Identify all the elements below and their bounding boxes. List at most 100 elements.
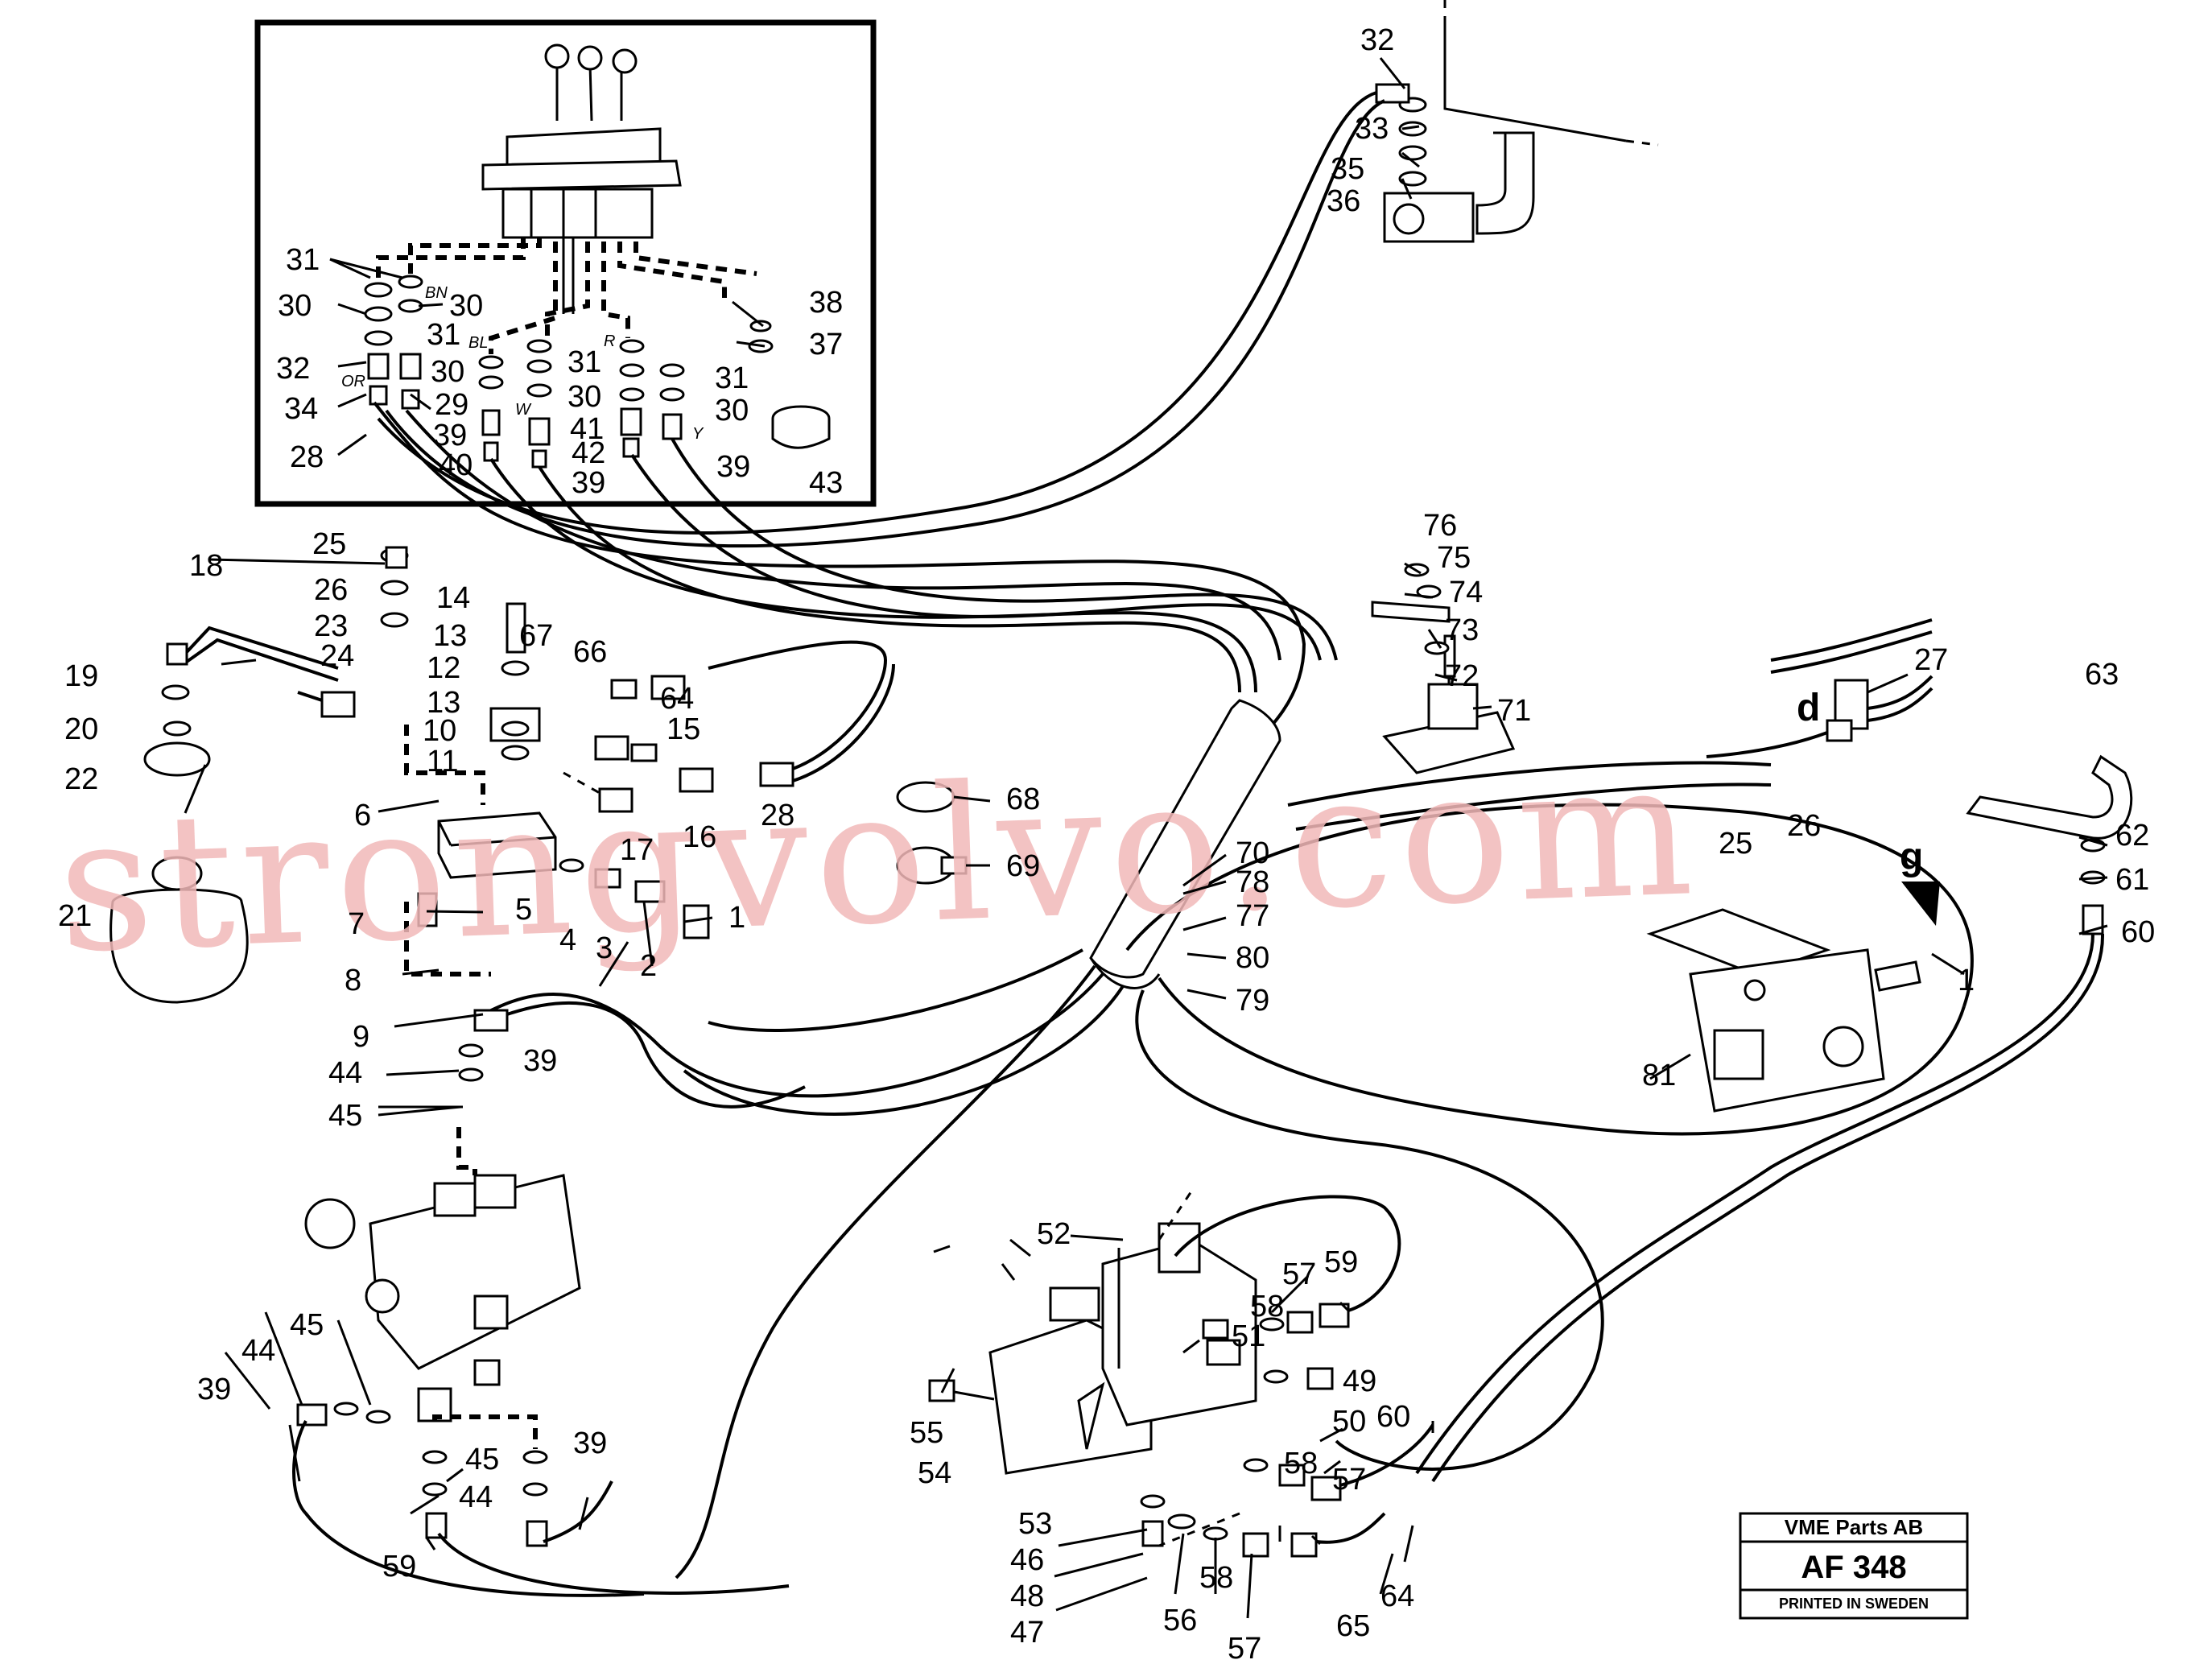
callout: 67 <box>519 619 553 653</box>
callout: 19 <box>64 659 98 693</box>
callout: 45 <box>290 1308 324 1342</box>
callout: 78 <box>1236 865 1269 899</box>
callout: 28 <box>290 440 324 474</box>
callout: 58 <box>1250 1290 1284 1323</box>
callout: 57 <box>1282 1257 1316 1291</box>
hose-tag-bn: BN <box>425 284 448 302</box>
callout: 2 <box>640 949 657 983</box>
callout: 58 <box>1199 1561 1233 1595</box>
callout: 54 <box>918 1456 951 1490</box>
callout: 80 <box>1236 941 1269 975</box>
view-letter-d: d <box>1797 687 1820 729</box>
callout: 13 <box>433 619 467 653</box>
callout: 17 <box>620 833 654 867</box>
accumulator-21 <box>109 626 356 1004</box>
callout: 37 <box>809 328 843 361</box>
view-letter-g: g <box>1900 836 1923 878</box>
callout: 75 <box>1437 541 1471 575</box>
callout: 1 <box>1958 964 1975 997</box>
callout: 4 <box>559 923 576 957</box>
callout: 3 <box>596 931 613 965</box>
callout: 43 <box>809 466 843 500</box>
hose-tag-y: Y <box>692 425 704 443</box>
callout: 49 <box>1343 1365 1376 1398</box>
callout: 7 <box>348 907 365 941</box>
callout: 58 <box>1284 1447 1318 1480</box>
callout: 29 <box>435 388 468 422</box>
control-lever-unit <box>481 43 682 314</box>
callout: 32 <box>1360 23 1394 57</box>
brake-valve-81 <box>1646 908 1921 1113</box>
hose-tag-or: OR <box>341 373 365 390</box>
callout: 39 <box>433 419 467 452</box>
callout: 8 <box>345 964 361 997</box>
hose-tag-bl: BL <box>468 334 488 352</box>
callout: 39 <box>572 466 605 500</box>
stamp-code: AF 348 <box>1801 1550 1906 1585</box>
callout: 57 <box>1332 1463 1366 1497</box>
callout: 16 <box>683 820 716 854</box>
callout: 30 <box>567 380 601 414</box>
stamp-company: VME Parts AB <box>1785 1515 1923 1539</box>
callout: 40 <box>439 448 473 482</box>
hose-tag-r: R <box>604 332 615 350</box>
callout: 30 <box>715 394 749 427</box>
callout: 59 <box>1324 1245 1358 1279</box>
pipe-63 <box>1415 754 2133 1483</box>
callout: 42 <box>572 436 605 470</box>
callout: 41 <box>570 412 604 446</box>
callout: 36 <box>1327 184 1360 218</box>
hose-39-left <box>456 1001 806 1175</box>
callout: 24 <box>320 639 354 673</box>
callout: 21 <box>58 899 92 933</box>
callout: 18 <box>189 549 223 583</box>
callout: 28 <box>761 799 794 832</box>
bracket-71 <box>1371 563 1516 774</box>
callout: 32 <box>276 352 310 386</box>
callout: 6 <box>354 799 371 832</box>
hose-tag-w: W <box>515 401 532 419</box>
callout: 10 <box>423 714 456 748</box>
callout: 81 <box>1642 1059 1676 1092</box>
callout: 69 <box>1006 849 1040 883</box>
callout: 74 <box>1449 576 1483 609</box>
callout: 60 <box>1376 1400 1410 1434</box>
view-arrow-g <box>1901 882 1940 926</box>
callout: 60 <box>2121 915 2155 949</box>
callout: 26 <box>314 573 348 607</box>
callout: 57 <box>1228 1632 1261 1664</box>
callout: 34 <box>284 392 318 426</box>
callout: 22 <box>64 762 98 796</box>
callout: 62 <box>2115 819 2149 853</box>
callout: 44 <box>459 1480 493 1514</box>
callout: 47 <box>1010 1616 1044 1650</box>
stamp-footer: PRINTED IN SWEDEN <box>1779 1596 1929 1612</box>
callout: 55 <box>910 1416 943 1450</box>
callout: 77 <box>1236 899 1269 933</box>
callout: 50 <box>1332 1405 1366 1439</box>
tee-27 <box>1706 618 1933 758</box>
callout: 46 <box>1010 1543 1044 1577</box>
callout: 35 <box>1331 152 1364 186</box>
leader-lines <box>184 57 2108 1619</box>
callout: 73 <box>1445 613 1479 647</box>
callout: 66 <box>573 635 607 669</box>
callout: 45 <box>465 1443 499 1476</box>
vme-stamp: VME Parts AB AF 348 PRINTED IN SWEDEN <box>1739 1512 1969 1620</box>
main-control-valve <box>288 1174 790 1597</box>
callout-labels: 32 33 35 36 31 30 30 31 32 30 34 29 39 2… <box>58 23 2155 1664</box>
callout: 26 <box>1787 809 1821 843</box>
callout: 9 <box>353 1020 369 1054</box>
hose-bundle <box>373 91 1974 1579</box>
callout: 30 <box>431 355 464 389</box>
callout: 31 <box>715 361 749 395</box>
callout: 61 <box>2115 863 2149 897</box>
callout: 56 <box>1163 1604 1197 1637</box>
callout: 31 <box>567 345 601 379</box>
callout: 14 <box>436 581 470 615</box>
callout: 39 <box>716 450 750 484</box>
callout: 79 <box>1236 984 1269 1018</box>
callout: 59 <box>382 1550 416 1583</box>
callout: 1 <box>728 901 745 935</box>
callout: 39 <box>197 1373 231 1406</box>
